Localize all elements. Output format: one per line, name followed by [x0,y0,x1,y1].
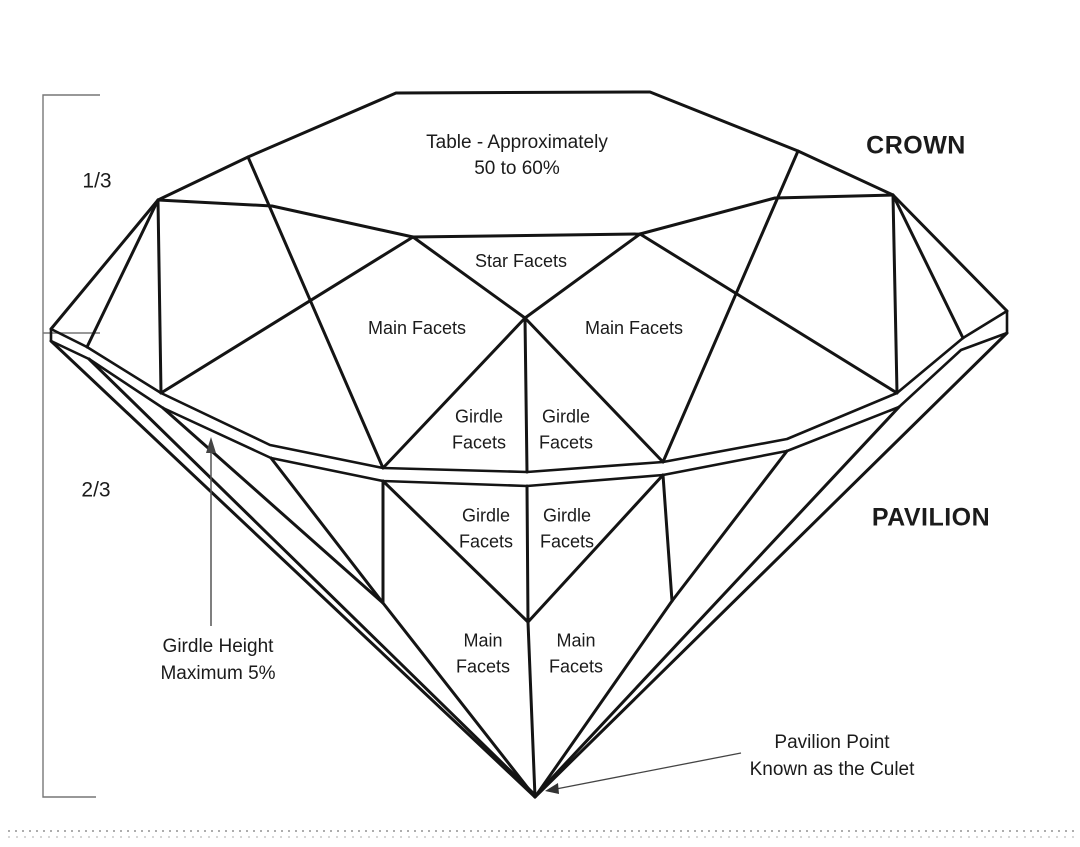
crown-main-facets-left-label: Main Facets [367,318,467,339]
girdle-height-note: Girdle Height Maximum 5% [160,636,276,684]
culet-arrow [545,752,742,794]
pavilion-girdle-facets-left-label: Girdle Facets [458,505,514,551]
crown-facet-seams [49,149,1009,474]
table-facet-label: Table - Approximately 50 to 60% [426,131,608,179]
girdle-height-arrow [206,437,216,626]
culet-note: Pavilion Point Known as the Culet [749,732,915,780]
crown-main-facets-right-label: Main Facets [584,318,684,339]
pavilion-girdle-facets-right-label: Girdle Facets [539,505,595,551]
pavilion-region-label: PAVILION [871,503,991,532]
pavilion-main-facets-right-label: Main Facets [548,630,604,676]
girdle-band [49,309,1009,488]
pavilion-fraction-label: 2/3 [81,478,111,502]
crown-girdle-facets-left-label: Girdle Facets [451,406,507,452]
crown-region-label: CROWN [866,131,966,160]
crown-girdle-facets-right-label: Girdle Facets [538,406,594,452]
proportion-bracket [42,94,100,798]
pavilion-main-facets-left-label: Main Facets [455,630,511,676]
star-facets-label: Star Facets [474,251,568,272]
page-bottom-dotted-edge [8,830,1076,838]
pavilion-facet-seams [49,331,1009,799]
crown-fraction-label: 1/3 [82,169,112,193]
